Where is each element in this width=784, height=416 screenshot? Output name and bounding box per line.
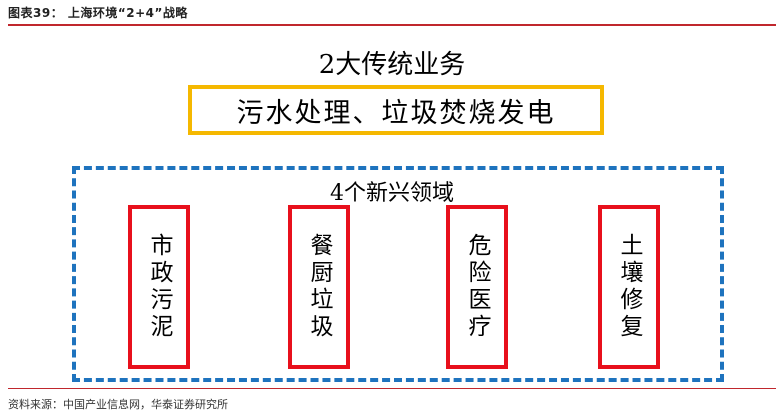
field-label: 餐厨垃圾	[306, 233, 332, 341]
field-label: 市政污泥	[146, 233, 172, 341]
figure-title: 图表39： 上海环境“2+4”战略	[8, 6, 188, 20]
field-box-municipal-sludge: 市政污泥	[128, 205, 190, 369]
field-box-soil-remediation: 土壤修复	[598, 205, 660, 369]
source-note: 资料来源：中国产业信息网，华泰证券研究所	[8, 398, 228, 411]
field-label: 危险医疗	[464, 233, 490, 341]
emerging-heading: 4个新兴领域	[330, 181, 454, 206]
emerging-fields-box	[72, 166, 724, 382]
field-label: 土壤修复	[616, 233, 642, 341]
title-divider	[8, 24, 776, 26]
traditional-heading: 2大传统业务	[318, 50, 466, 80]
traditional-business-box: 污水处理、垃圾焚烧发电	[188, 85, 604, 135]
traditional-business-text: 污水处理、垃圾焚烧发电	[236, 97, 556, 129]
field-box-hazardous-medical: 危险医疗	[446, 205, 508, 369]
source-divider	[8, 388, 776, 389]
field-box-kitchen-waste: 餐厨垃圾	[288, 205, 350, 369]
